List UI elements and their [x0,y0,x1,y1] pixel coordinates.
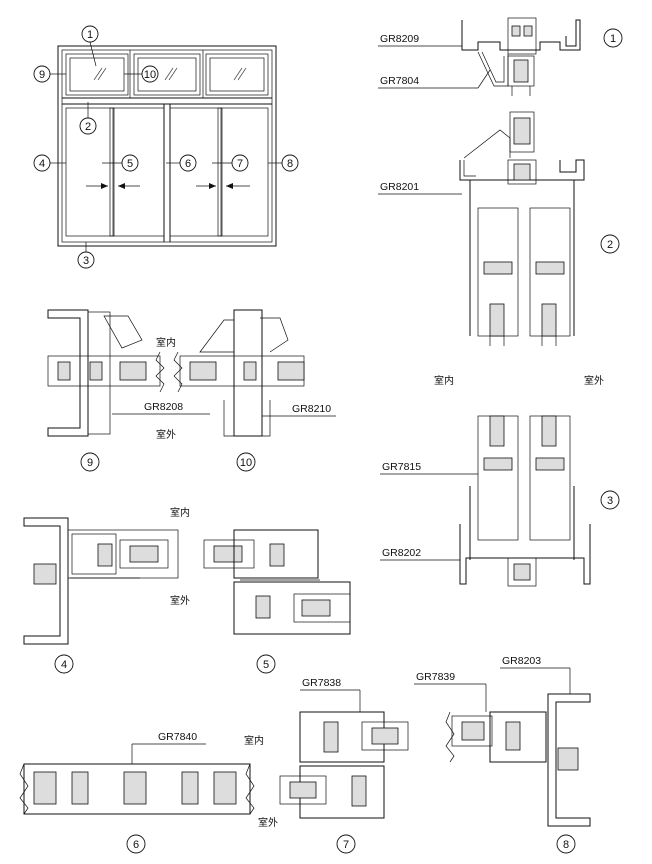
section-9-outdoor: 室外 [156,428,176,441]
label-gr7840: GR7840 [158,731,197,743]
section-7: GR7838 室内 室外 7 [244,677,409,854]
label-gr8208: GR8208 [144,401,183,413]
section-3-sill: GR7815 GR8202 3 [380,415,620,587]
section-number-2: 2 [607,239,613,251]
callout-8: 8 [281,154,299,172]
callout-2: 2 [79,117,97,135]
label-gr8203: GR8203 [502,655,541,667]
section-number-8: 8 [563,839,569,851]
section-8: GR7839 GR8203 8 [414,655,591,854]
label-gr8202: GR8202 [382,547,421,559]
section-number-7: 7 [343,839,349,851]
label-gr7839: GR7839 [416,671,455,683]
elevation-callouts: 1 9 10 2 4 5 6 7 8 3 [33,25,299,269]
svg-text:8: 8 [287,158,293,170]
svg-text:10: 10 [144,69,156,81]
section-number-10: 10 [240,457,252,469]
section-5: 室外 5 [170,529,351,674]
svg-text:5: 5 [127,158,133,170]
callout-10: 10 [141,65,159,83]
section-7-outdoor: 室外 [258,816,278,829]
section-1-transom: GR8209 GR7804 1 [378,17,623,96]
label-gr7804: GR7804 [380,75,419,87]
section-2-head: GR8201 2 室内 室外 [378,111,620,387]
svg-text:1: 1 [87,29,93,41]
svg-text:6: 6 [185,158,191,170]
section-4: 室内 4 [23,506,190,674]
callout-9: 9 [33,65,51,83]
label-gr7838: GR7838 [302,677,341,689]
section-10: GR8210 10 [173,309,336,472]
label-gr8201: GR8201 [380,181,419,193]
section-number-6: 6 [133,839,139,851]
section-2-indoor: 室内 [434,374,454,387]
label-gr8210: GR8210 [292,403,331,415]
section-number-9: 9 [87,457,93,469]
section-6: GR7840 6 [19,731,255,854]
section-number-4: 4 [61,659,67,671]
svg-text:7: 7 [237,158,243,170]
section-number-3: 3 [607,495,613,507]
section-9-indoor: 室内 [156,336,176,349]
label-gr8209: GR8209 [380,33,419,45]
callout-3: 3 [77,251,95,269]
svg-text:2: 2 [85,121,91,133]
section-2-outdoor: 室外 [584,374,604,387]
section-4-indoor: 室内 [170,506,190,519]
window-elevation [50,41,282,252]
section-7-indoor: 室内 [244,734,264,747]
section-number-1: 1 [610,33,616,45]
svg-text:4: 4 [39,158,45,170]
callout-4: 4 [33,154,51,172]
section-9: GR8208 室内 室外 9 [47,309,210,472]
callout-7: 7 [231,154,249,172]
svg-text:3: 3 [83,255,89,267]
callout-1: 1 [81,25,99,43]
section-number-5: 5 [263,659,269,671]
svg-text:9: 9 [39,69,45,81]
label-gr7815: GR7815 [382,461,421,473]
callout-5: 5 [121,154,139,172]
callout-6: 6 [179,154,197,172]
section-5-outdoor: 室外 [170,594,190,607]
